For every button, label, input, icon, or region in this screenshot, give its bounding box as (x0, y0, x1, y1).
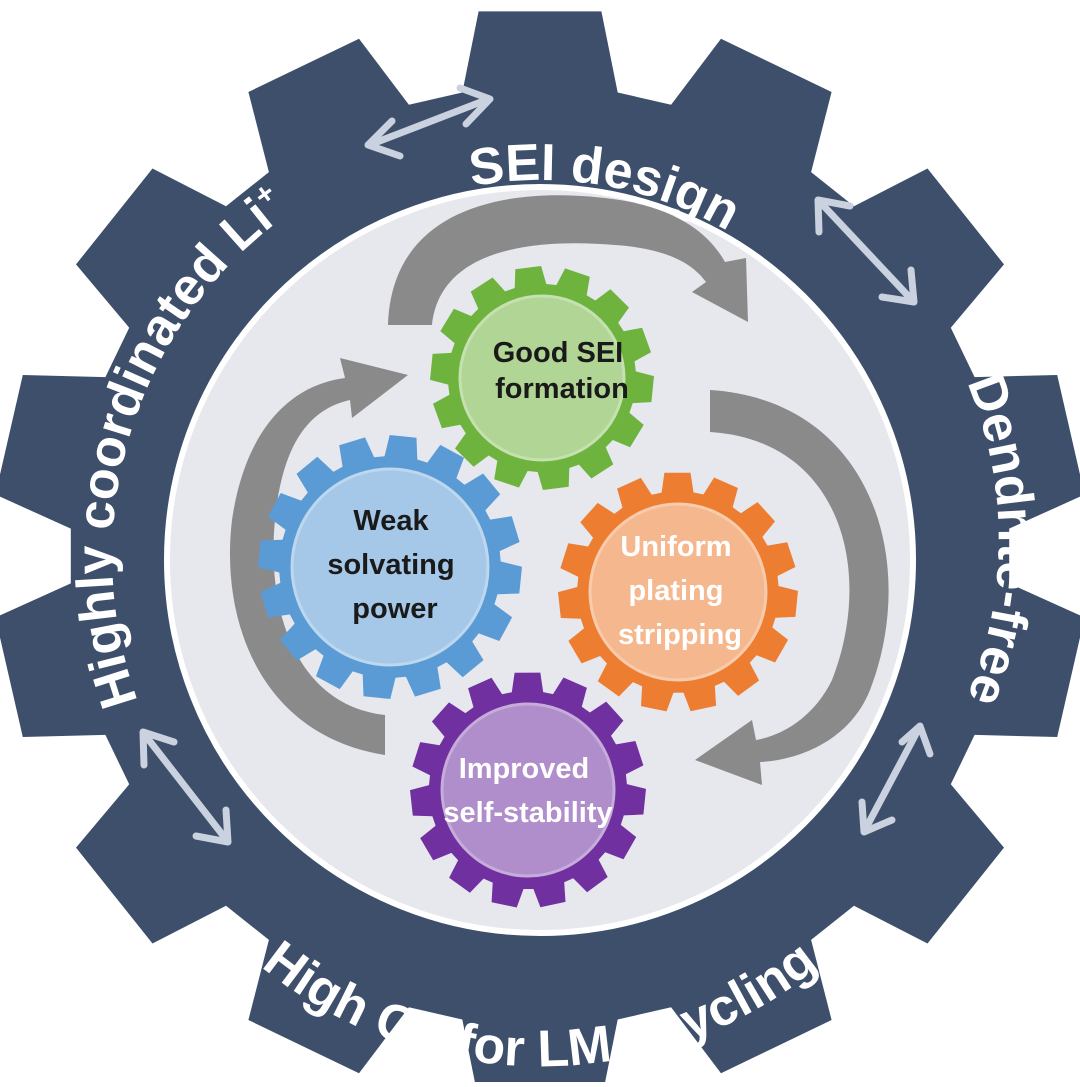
gear-improved-self-stability: Improved self-stability (410, 672, 646, 908)
green-gear-core (458, 294, 626, 462)
gear-label-improved-stability: Improved self-stability (443, 753, 612, 829)
double-arrows-group (139, 84, 934, 846)
cycle-arrow-right (695, 390, 889, 785)
gear-good-sei-formation: Good SEI formation (430, 266, 654, 490)
gear-weak-solvating-power: Weak solvating power (258, 435, 522, 699)
gear-label-uniform-plating: Uniform plating stripping (618, 531, 742, 651)
orange-gear-core (588, 502, 768, 682)
cycle-arrow-left (229, 358, 408, 755)
cycle-arrow-top (388, 195, 748, 325)
purple-gear-core (440, 702, 616, 878)
double-arrow-bottom-right (858, 722, 934, 836)
blue-gear-core (290, 467, 490, 667)
gear-label-weak-solvating: Weak solvating power (327, 505, 462, 625)
double-arrow-top-right (814, 196, 918, 306)
cycle-arrows-group (229, 195, 889, 785)
double-arrow-top-left (364, 84, 494, 160)
gear-uniform-plating-stripping: Uniform plating stripping (558, 472, 798, 712)
double-arrow-bottom-left (139, 728, 232, 846)
gear-label-good-sei: Good SEI formation (493, 337, 632, 405)
